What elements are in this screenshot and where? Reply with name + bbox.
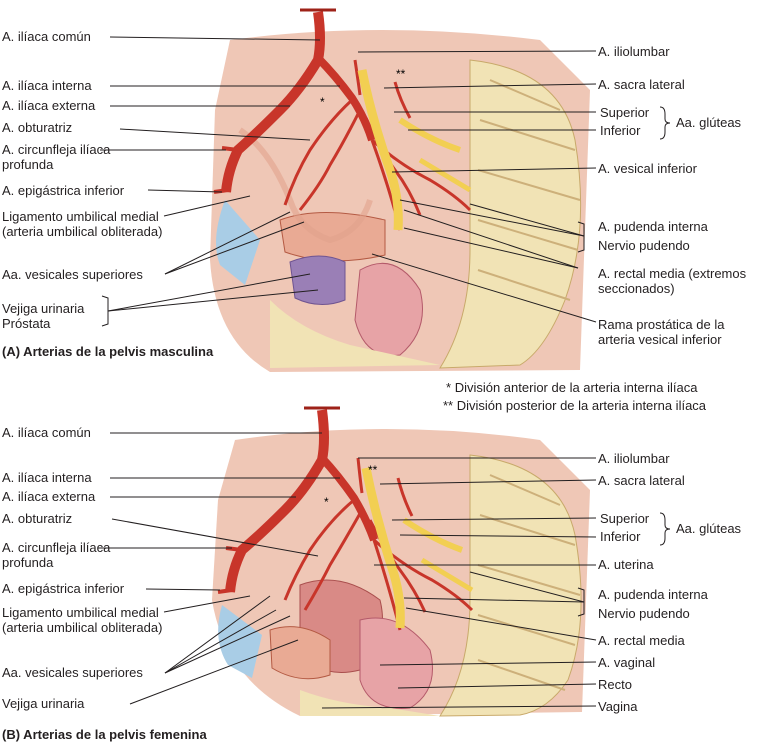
label-a-iliaca-comun: A. ilíaca común: [2, 29, 91, 44]
label-b-gluteas: Aa. glúteas: [676, 521, 742, 536]
legend-double-marker: **: [443, 398, 454, 413]
male-pelvis-illustration: * **: [210, 8, 590, 372]
brace-gluteas-b: [659, 512, 671, 546]
legend-single: * División anterior de la arteria intern…: [446, 380, 697, 395]
label-a-rama-prostatica: Rama prostática de la arteria vesical in…: [598, 317, 725, 347]
label-a-circunfleja: A. circunfleja ilíaca profunda: [2, 142, 111, 172]
label-a-pudenda-interna: A. pudenda interna: [598, 219, 708, 234]
label-b-superior: Superior: [600, 511, 650, 526]
label-a-iliolumbar: A. iliolumbar: [598, 44, 670, 59]
label-b-sacra-lateral: A. sacra lateral: [598, 473, 685, 488]
label-b-rectal-media: A. rectal media: [598, 633, 685, 648]
label-a-sacra-lateral: A. sacra lateral: [598, 77, 685, 92]
label-b-inferior: Inferior: [600, 529, 641, 544]
label-b-vagina: Vagina: [598, 699, 638, 714]
svg-text:**: **: [368, 463, 378, 477]
leader-lines-b: [98, 432, 597, 709]
label-b-vejiga: Vejiga urinaria: [2, 696, 85, 711]
label-a-vejiga: Vejiga urinaria: [2, 301, 85, 316]
label-b-nervio-pudendo: Nervio pudendo: [598, 606, 690, 621]
legend-single-marker: *: [446, 380, 452, 395]
svg-text:**: **: [396, 67, 406, 81]
caption-a: (A) Arterias de la pelvis masculina: [2, 344, 214, 359]
brace-gluteas-a: [659, 106, 671, 140]
label-a-obturatriz: A. obturatriz: [2, 120, 73, 135]
label-a-iliaca-interna: A. ilíaca interna: [2, 78, 92, 93]
label-a-gluteas: Aa. glúteas: [676, 115, 742, 130]
svg-text:*: *: [324, 495, 329, 509]
label-b-recto: Recto: [598, 677, 632, 692]
label-a-vesicales-sup: Aa. vesicales superiores: [2, 267, 143, 282]
label-a-nervio-pudendo: Nervio pudendo: [598, 238, 690, 253]
label-a-ligamento: Ligamento umbilical medial (arteria umbi…: [2, 209, 163, 239]
label-b-ligamento: Ligamento umbilical medial (arteria umbi…: [2, 605, 163, 635]
legend-double-text: División posterior de la arteria interna…: [456, 398, 707, 413]
label-b-vesicales-sup: Aa. vesicales superiores: [2, 665, 143, 680]
label-b-iliaca-externa: A. ilíaca externa: [2, 489, 96, 504]
leader-lines-a: [100, 36, 597, 327]
label-b-epigastrica: A. epigástrica inferior: [2, 581, 125, 596]
label-a-superior: Superior: [600, 105, 650, 120]
label-a-iliaca-externa: A. ilíaca externa: [2, 98, 96, 113]
label-b-circunfleja: A. circunfleja ilíaca profunda: [2, 540, 111, 570]
label-b-uterina: A. uterina: [598, 557, 654, 572]
female-pelvis-illustration: * **: [212, 406, 590, 717]
label-a-prostata: Próstata: [2, 316, 51, 331]
label-a-vesical-inferior: A. vesical inferior: [598, 161, 697, 176]
label-a-rectal-media: A. rectal media (extremos seccionados): [598, 266, 747, 296]
label-b-iliaca-comun: A. ilíaca común: [2, 425, 91, 440]
svg-text:*: *: [320, 95, 325, 109]
legend-double: ** División posterior de la arteria inte…: [443, 398, 706, 413]
label-b-iliaca-interna: A. ilíaca interna: [2, 470, 92, 485]
label-b-iliolumbar: A. iliolumbar: [598, 451, 670, 466]
label-b-obturatriz: A. obturatriz: [2, 511, 73, 526]
label-a-inferior: Inferior: [600, 123, 641, 138]
label-b-pudenda-interna: A. pudenda interna: [598, 587, 708, 602]
legend-single-text: División anterior de la arteria interna …: [454, 380, 698, 395]
label-a-epigastrica: A. epigástrica inferior: [2, 183, 125, 198]
label-b-vaginal: A. vaginal: [598, 655, 656, 670]
caption-b: (B) Arterias de la pelvis femenina: [2, 727, 207, 742]
